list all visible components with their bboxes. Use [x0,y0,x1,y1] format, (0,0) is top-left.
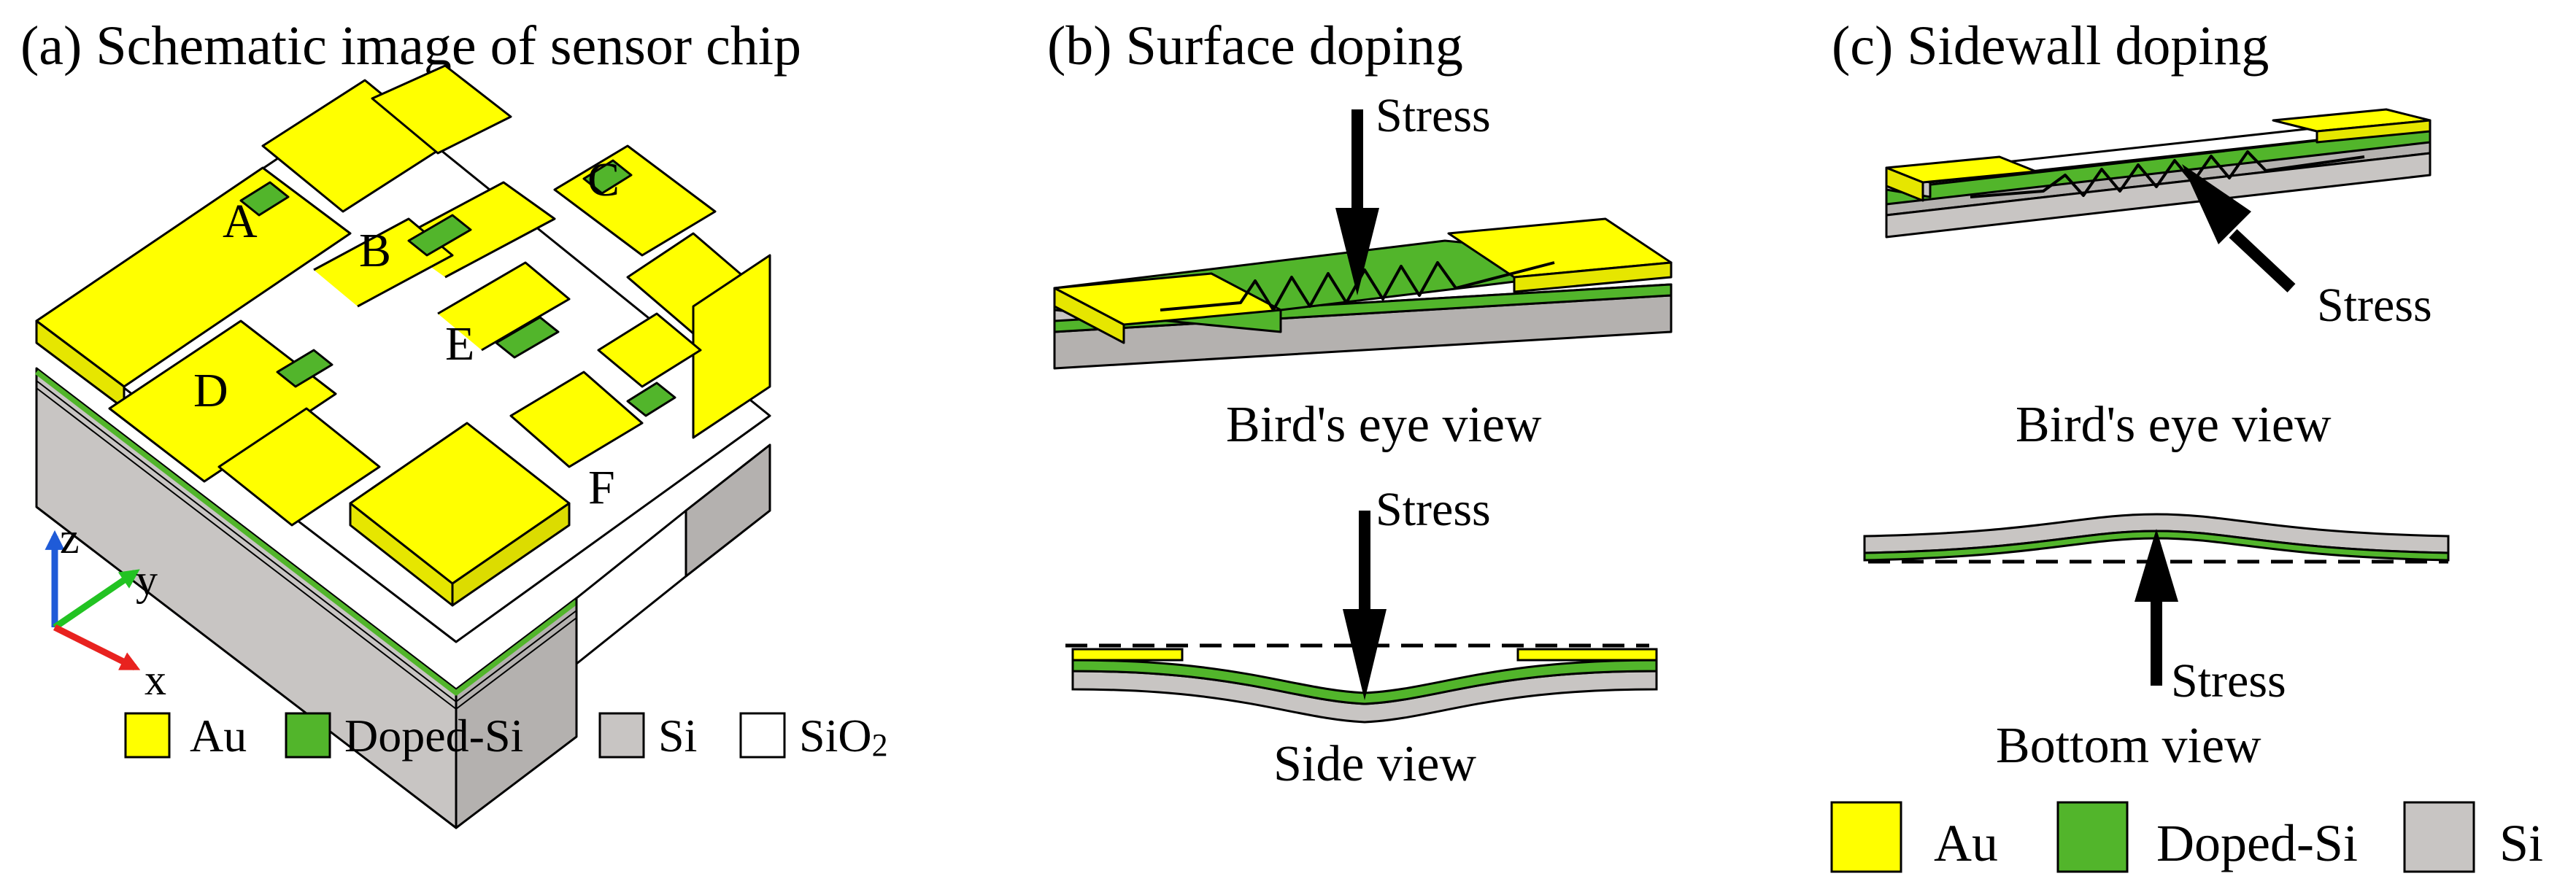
legend-a-label-au: Au [190,710,247,762]
doped-si-f [626,381,676,417]
label-b: B [359,224,391,277]
panel-c-stress-bottom: Stress [2171,654,2286,708]
legend-c-label-si: Si [2499,814,2543,872]
au-trace-f [597,312,702,388]
label-d: D [193,364,228,417]
panel-b-birds-eye-label: Bird's eye view [1226,397,1542,453]
label-a: A [223,195,258,248]
legend-a-swatch-doped-si [285,712,331,759]
legend-a: Au Doped-Si Si SiO2 [124,710,888,763]
z-axis-label: z [60,514,80,562]
panel-c: (c) Sidewall doping Stress Bird's eye vi… [1830,15,2543,873]
panel-b-stress-side: Stress [1376,483,1491,536]
panel-b-stress-arrow-top [1335,109,1379,295]
label-e: E [445,317,474,371]
panel-b-stress-arrow-side [1343,511,1387,700]
doped-si-e [495,316,560,359]
panel-c-stress-arrow-top [2182,164,2296,292]
surface-doping-beam [1053,217,1673,370]
au-pad-mid-left [108,319,337,483]
panel-c-stress-top: Stress [2317,279,2432,332]
coordinate-axes [45,530,141,671]
doped-si-c [582,159,633,195]
doped-si-a [239,181,290,217]
doped-si-b [407,214,472,257]
label-f: F [588,461,615,514]
panel-a-title: (a) Schematic image of sensor chip [20,15,801,77]
au-pad-right-lower [692,254,771,439]
y-axis-arrow [53,569,140,630]
panel-a: (a) Schematic image of sensor chip [20,15,888,829]
legend-a-swatch-si [598,712,645,759]
panel-b-title: (b) Surface doping [1047,15,1463,77]
legend-a-label-si: Si [658,710,697,762]
legend-a-swatch-au [124,712,171,759]
panel-b-stress-top: Stress [1376,89,1491,142]
x-axis-arrow [53,624,141,671]
chip-si-right-face-1 [455,597,578,829]
au-trace-right [509,371,644,468]
legend-a-swatch-sio2 [739,712,786,759]
panel-b-side-view-label: Side view [1273,736,1476,792]
sensor-chip-drawing [34,64,771,829]
legend-c-label-au: Au [1934,814,1998,872]
side-view-au-left [1071,648,1184,662]
side-view-beam [1065,643,1658,724]
panel-c-title: (c) Sidewall doping [1832,15,2269,77]
y-axis-label: y [136,556,158,604]
legend-c: Au Doped-Si Si [1830,801,2543,873]
panel-c-stress-arrow-bottom [2135,529,2178,686]
side-view-au-right [1516,648,1658,662]
x-axis-label: x [144,656,166,704]
beam-b-resistor [1160,261,1555,311]
beam-c-resistor [1970,150,2365,198]
legend-c-swatch-au [1830,801,1902,873]
legend-a-label-sio2: SiO2 [799,710,888,763]
label-c: C [587,153,620,206]
side-view-doped [1071,659,1658,705]
panel-c-bottom-view-label: Bottom view [1996,718,2261,774]
panel-c-birds-eye-label: Bird's eye view [2016,397,2332,453]
sidewall-doping-beam [1885,108,2432,239]
legend-a-label-doped-si: Doped-Si [344,710,523,762]
legend-c-swatch-doped-si [2056,801,2129,873]
au-pad-lower-left [217,407,381,527]
panel-b: (b) Surface doping Stress Bird's eye vie… [1047,15,1673,792]
legend-c-swatch-si [2403,801,2475,873]
au-trace-top [371,64,512,155]
legend-c-label-doped-si: Doped-Si [2156,814,2358,872]
doped-si-d [276,349,333,388]
